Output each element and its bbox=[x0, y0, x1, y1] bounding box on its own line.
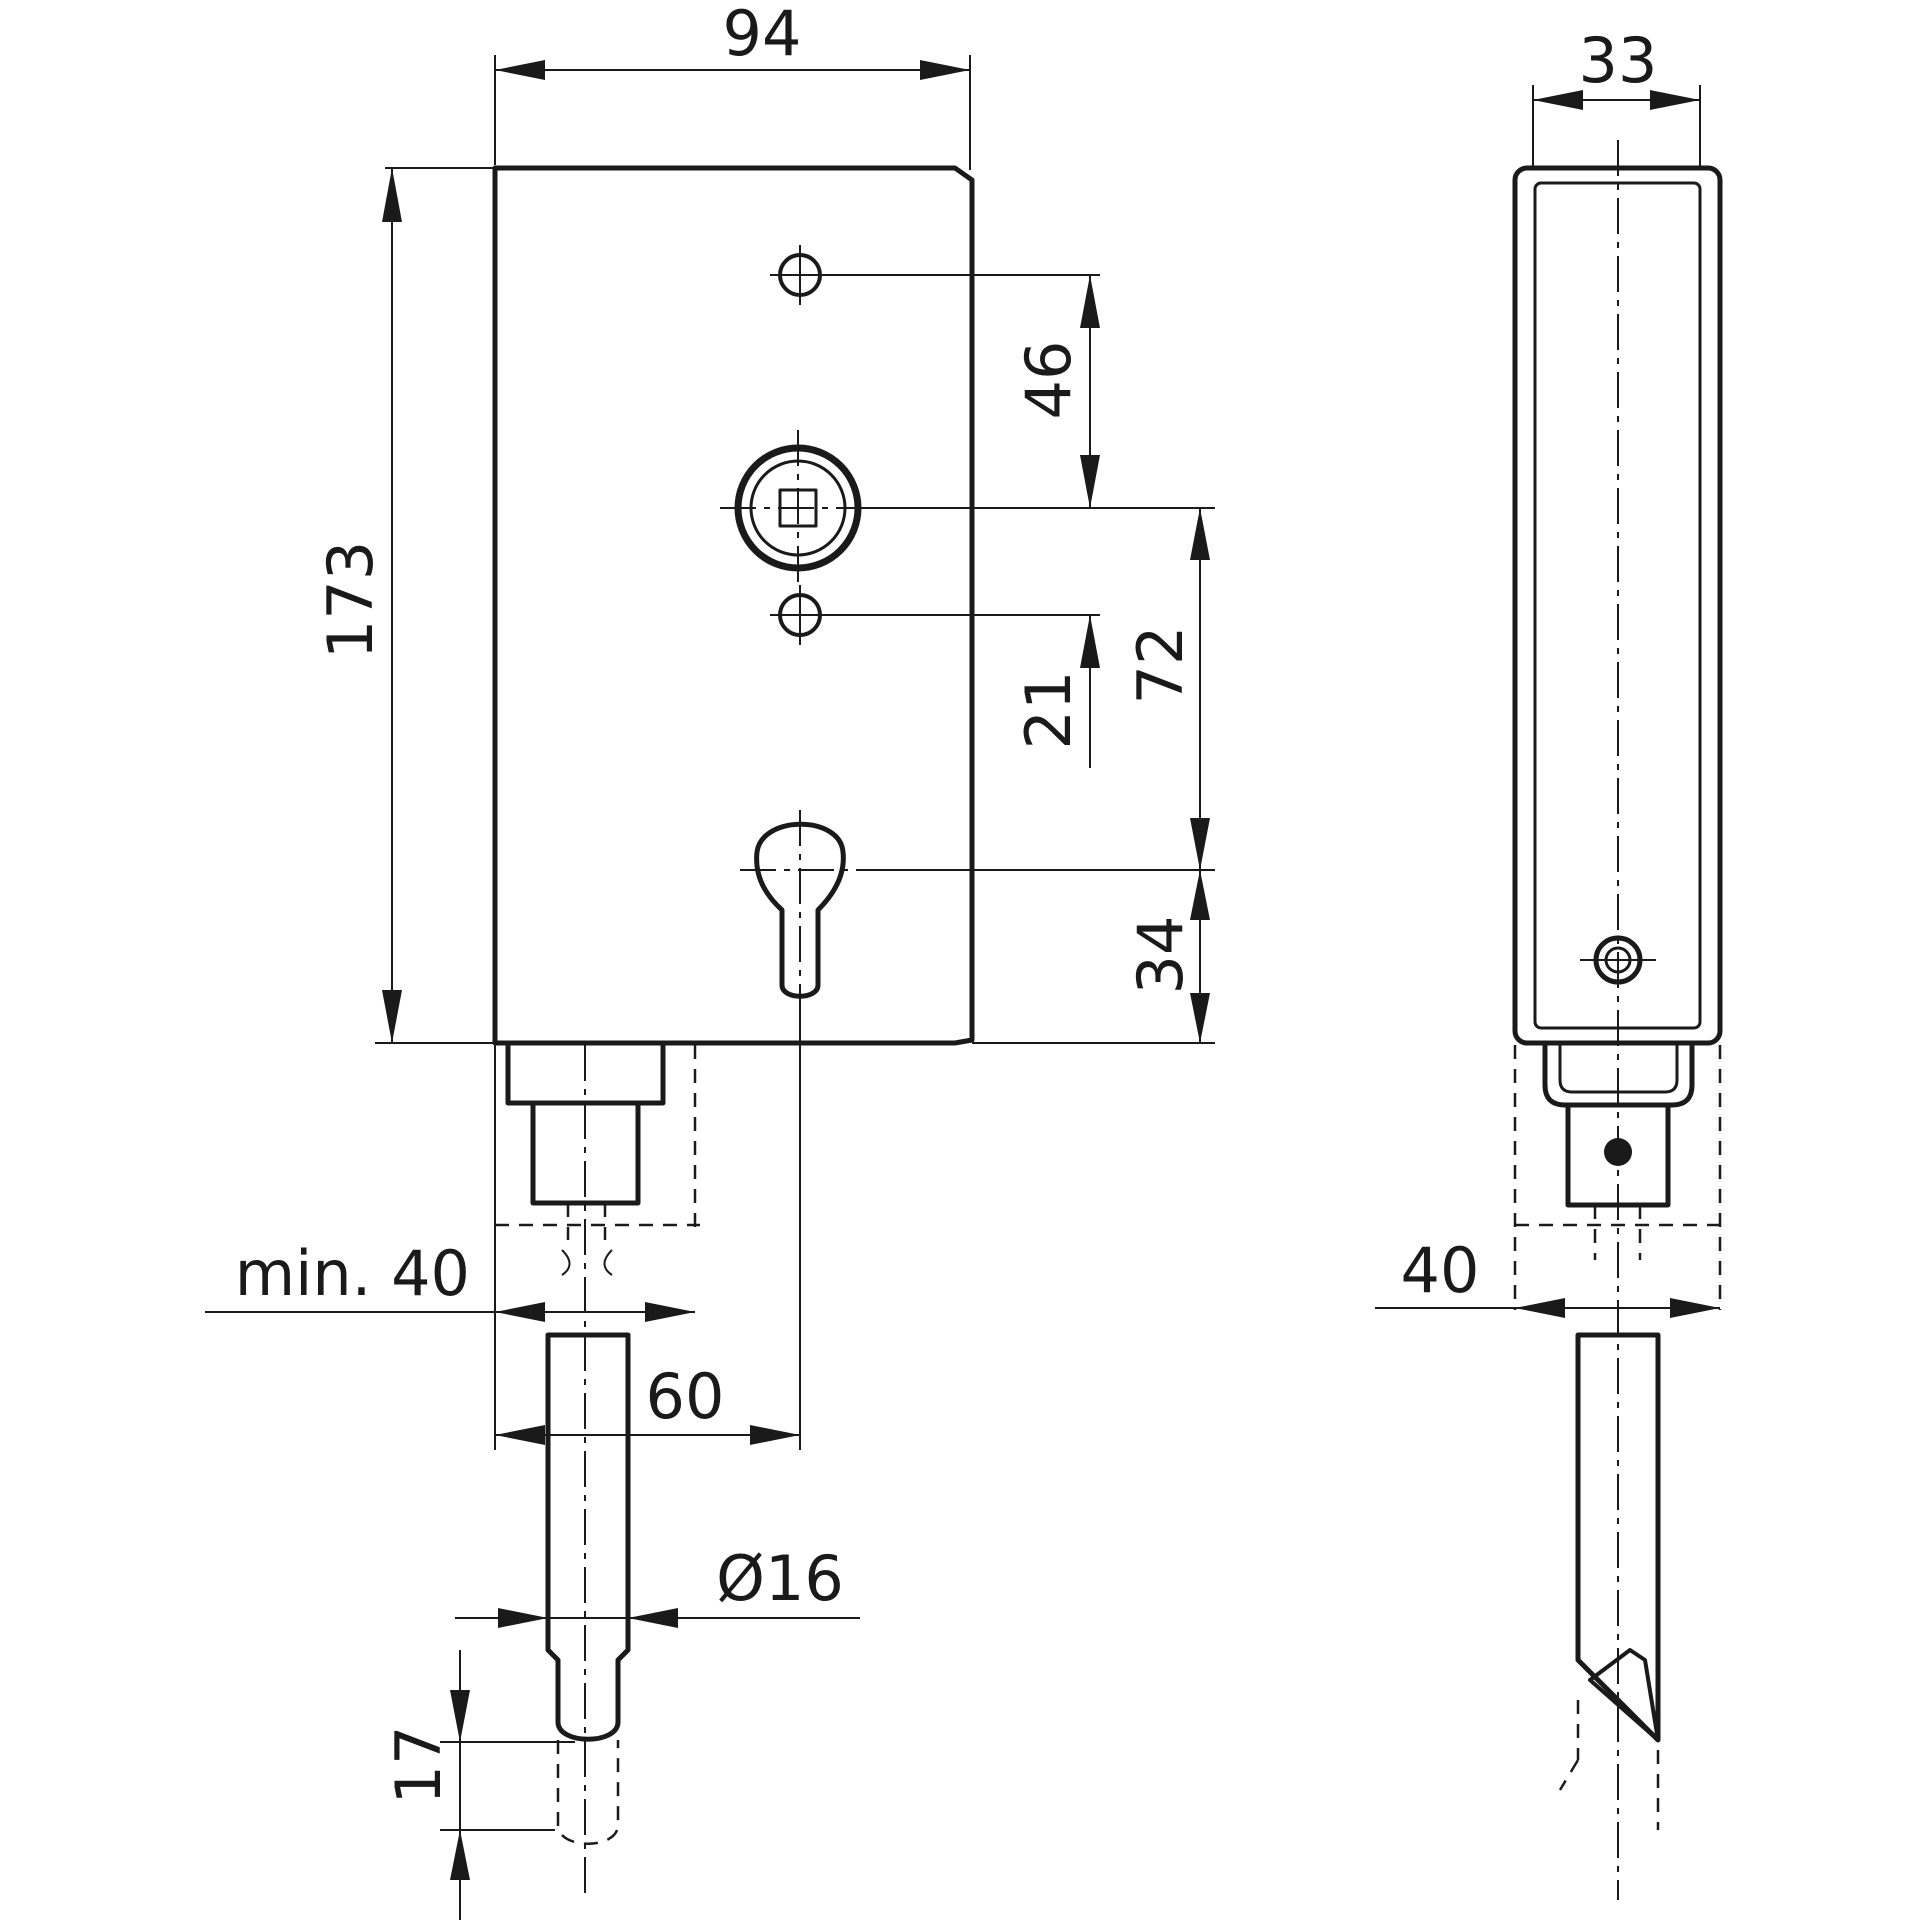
distance-label: 60 bbox=[646, 1360, 725, 1433]
depth-dimension-label: 33 bbox=[1579, 24, 1658, 97]
bolt-housing bbox=[495, 1040, 700, 1900]
cylinder-offset-label: 34 bbox=[1124, 916, 1197, 995]
lock-case-outline bbox=[492, 165, 975, 1046]
front-dimensions: 94 173 46 21 72 34 bbox=[205, 0, 1215, 1920]
screw-spacing-label: 46 bbox=[1012, 341, 1085, 420]
bolt-length-label: 17 bbox=[382, 1726, 455, 1805]
bolt-pin bbox=[545, 1332, 631, 1845]
cylinder-cutout bbox=[754, 821, 846, 999]
side-screw bbox=[1580, 935, 1656, 985]
front-view bbox=[492, 165, 975, 1900]
side-view bbox=[1512, 140, 1723, 1900]
diameter-label: Ø16 bbox=[716, 1542, 844, 1615]
handle-follower bbox=[720, 430, 880, 585]
width-dimension-label: 94 bbox=[723, 0, 802, 70]
backset-label: 72 bbox=[1124, 626, 1197, 705]
side-dimensions: 33 40 bbox=[1375, 24, 1720, 1318]
min-distance-label: min. 40 bbox=[235, 1237, 470, 1310]
side-bolt-body bbox=[1565, 1102, 1671, 1208]
side-distance-label: 40 bbox=[1401, 1234, 1480, 1307]
height-dimension-label: 173 bbox=[314, 541, 387, 659]
screw-offset-label: 21 bbox=[1012, 671, 1085, 750]
